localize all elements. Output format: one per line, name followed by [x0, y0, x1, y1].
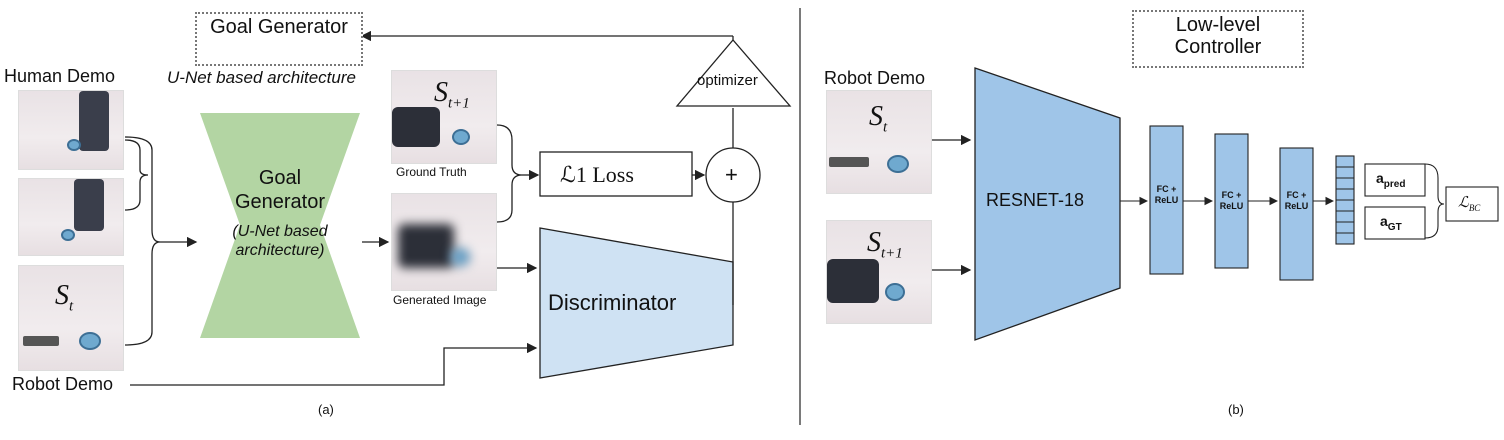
ground-truth-label: Ground Truth: [396, 165, 467, 179]
resnet-shape: [974, 67, 1121, 341]
l1-loss-label: ℒ1 Loss: [560, 162, 634, 187]
brace-l1: [496, 124, 523, 223]
resnet-label: RESNET-18: [986, 190, 1085, 210]
goal-generator-legend-label: Goal Generator: [210, 16, 348, 38]
human-demo-label: Human Demo: [4, 66, 116, 86]
generated-image: [391, 193, 497, 291]
discriminator-label: Discriminator: [548, 290, 677, 315]
generated-image-label: Generated Image: [393, 293, 487, 307]
robot-demo-label-b: Robot Demo: [824, 68, 926, 88]
fc-block-3: [1279, 147, 1314, 281]
generator-shape: [200, 113, 360, 338]
fc-label-2: FC + ReLU: [1219, 190, 1244, 211]
optimizer-label: optimizer: [697, 72, 758, 89]
l1-loss-box: [539, 151, 693, 197]
optimizer-shape: [675, 39, 792, 107]
a-pred-box: [1364, 163, 1426, 197]
human-demo-frame-1: [18, 90, 124, 170]
robot-demo-frame-t: St: [826, 90, 932, 194]
loss-bc-label: ℒBC: [1458, 195, 1481, 213]
loss-bc-box: [1445, 186, 1499, 222]
discriminator-shape: [539, 227, 734, 379]
generator-title: Goal Generator: [234, 167, 326, 213]
a-gt-box: [1364, 206, 1426, 240]
generator-subtitle: (U-Net based architecture): [232, 223, 328, 259]
low-level-controller-label: Low-level Controller: [1174, 14, 1262, 58]
fc-label-1: FC + ReLU: [1154, 184, 1179, 205]
goal-generator-subtitle: U-Net based architecture: [167, 68, 356, 87]
robot-demo-label-a: Robot Demo: [12, 374, 114, 394]
fc-block-2: [1214, 133, 1249, 269]
brace-outer: [124, 136, 161, 346]
low-level-controller-legend-box: Low-level Controller: [1132, 10, 1304, 68]
a-gt-label: aGT: [1380, 213, 1402, 233]
a-pred-label: apred: [1376, 170, 1406, 190]
fc-block-1: [1149, 125, 1184, 275]
ground-truth-image: St+1: [391, 70, 497, 164]
sum-label: +: [725, 162, 738, 187]
human-demo-frame-2: [18, 178, 124, 256]
robot-state-frame-a: St: [18, 265, 124, 371]
caption-a: (a): [318, 402, 334, 417]
caption-b: (b): [1228, 402, 1244, 417]
robot-demo-frame-t1: St+1: [826, 220, 932, 324]
fc-label-3: FC + ReLU: [1284, 190, 1309, 211]
brace-inner: [124, 139, 149, 211]
goal-generator-legend-box: Goal Generator: [195, 12, 363, 66]
